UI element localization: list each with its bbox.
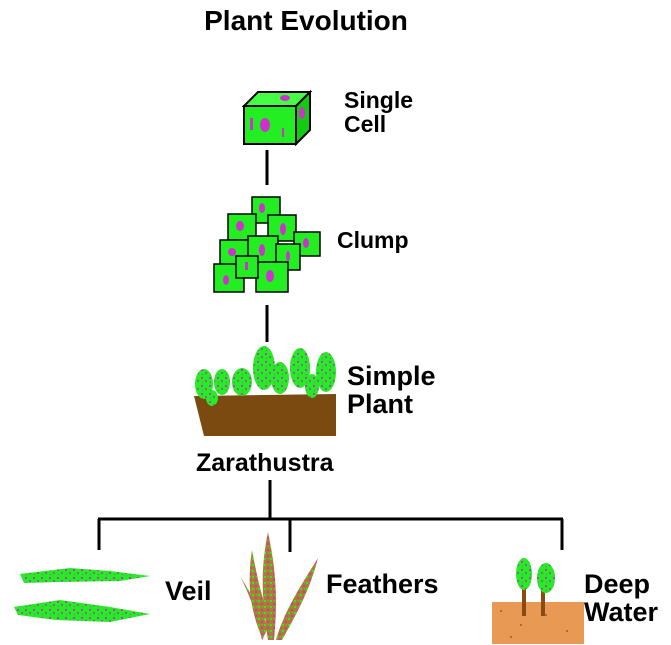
single-cell-label-line-1: Single: [344, 88, 413, 112]
simple-plant-label: Simple Plant: [347, 362, 436, 419]
deep-water-icon: [492, 558, 584, 644]
single-cell-label: Single Cell: [344, 88, 413, 136]
single-cell-icon: [244, 92, 310, 144]
feathers-label: Feathers: [326, 570, 439, 598]
deep-water-label-line-2: Water: [584, 598, 658, 626]
clump-icon: [214, 197, 320, 292]
simple-plant-icon: [194, 346, 336, 436]
veil-icon: [14, 568, 150, 622]
deep-water-label: Deep Water: [584, 570, 658, 627]
feathers-icon: [240, 532, 318, 640]
diagram-title: Plant Evolution: [0, 6, 612, 35]
veil-label: Veil: [165, 577, 212, 605]
connector-lines: [98, 150, 563, 552]
deep-water-label-line-1: Deep: [584, 570, 658, 598]
clump-label: Clump: [337, 228, 409, 252]
zarathustra-label: Zarathustra: [196, 450, 334, 476]
simple-plant-label-line-2: Plant: [347, 390, 436, 418]
single-cell-label-line-2: Cell: [344, 112, 413, 136]
simple-plant-label-line-1: Simple: [347, 362, 436, 390]
